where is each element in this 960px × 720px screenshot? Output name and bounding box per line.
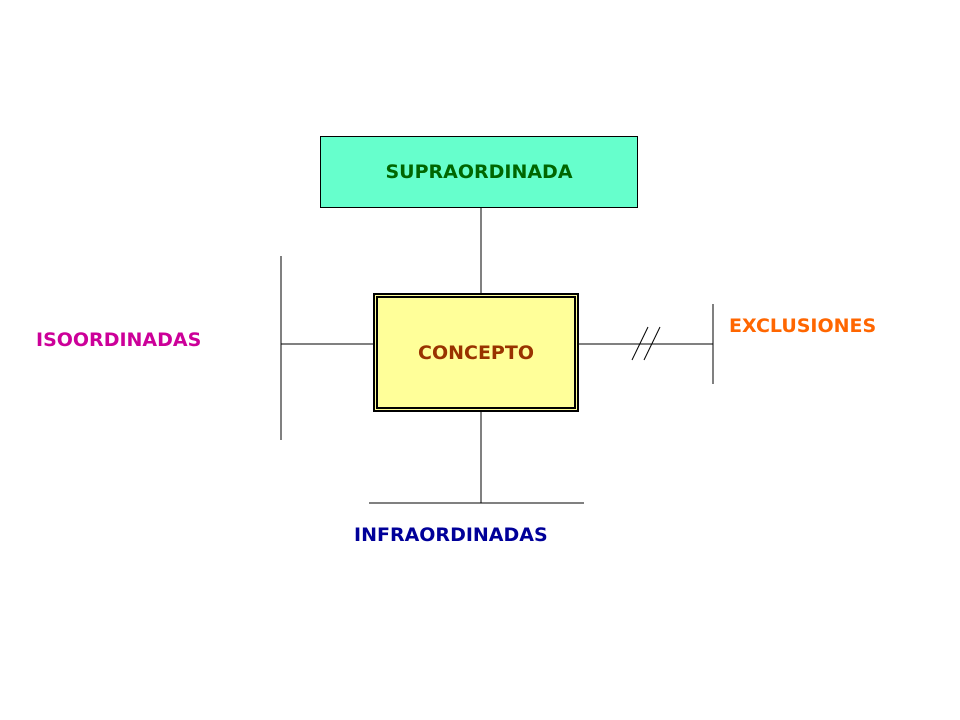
supraordinada-box: SUPRAORDINADA (320, 136, 638, 208)
exclusiones-label: EXCLUSIONES (729, 315, 877, 337)
isoordinadas-label: ISOORDINADAS (36, 329, 202, 351)
infraordinadas-label: INFRAORDINADAS (354, 524, 548, 546)
supraordinada-label: SUPRAORDINADA (385, 161, 573, 183)
concepto-box: CONCEPTO (373, 293, 579, 412)
concepto-label: CONCEPTO (418, 341, 534, 364)
exclusion-slash-2 (643, 326, 661, 361)
exclusion-slash-1 (631, 326, 649, 361)
